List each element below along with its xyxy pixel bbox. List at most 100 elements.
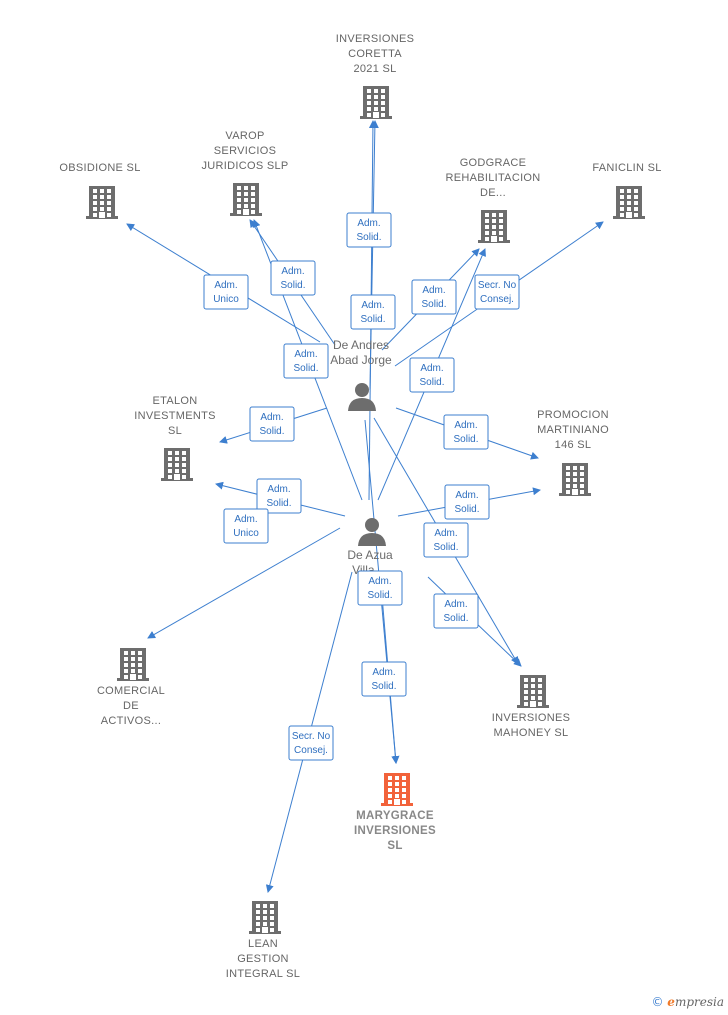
building-icon xyxy=(517,675,549,708)
company-name-line: INVERSIONES xyxy=(354,825,436,837)
relation-label-line: Solid. xyxy=(443,613,468,624)
relation-label-andres-godgrace[interactable]: Adm. Solid. xyxy=(411,279,457,315)
relation-label-box xyxy=(223,508,269,544)
company-name-line: LEAN xyxy=(248,938,278,950)
relation-label-line: Secr. No xyxy=(292,731,331,742)
company-node-faniclin[interactable]: FANICLIN SL xyxy=(592,162,661,219)
building-icon xyxy=(230,183,262,216)
company-name-line: CORETTA xyxy=(348,48,402,60)
relation-label-line: Adm. xyxy=(214,280,237,291)
company-name-line: COMERCIAL xyxy=(97,685,165,697)
company-name-line: PROMOCION xyxy=(537,409,609,421)
relation-label-box xyxy=(423,522,469,558)
company-name-line: REHABILITACION xyxy=(445,172,540,184)
relation-label-box xyxy=(203,274,249,310)
relation-label-line: Adm. xyxy=(434,528,457,539)
relation-label-box xyxy=(444,484,490,520)
relation-label-azua-marygrace[interactable]: Adm.Solid. xyxy=(361,661,407,697)
relation-edge-azua-comercial xyxy=(147,527,341,639)
company-name-line: DE xyxy=(123,700,139,712)
relation-label-andres-varop[interactable]: Adm. Solid. xyxy=(270,260,316,296)
company-name-line: ETALON xyxy=(153,395,198,407)
relation-label-box xyxy=(256,478,302,514)
relation-label-andres-marygrace[interactable]: Adm.Solid. xyxy=(357,570,403,606)
company-node-promocion[interactable]: PROMOCION MARTINIANO 146 SL xyxy=(537,409,609,496)
relation-label-line: Adm. xyxy=(455,490,478,501)
relation-label-box xyxy=(283,343,329,379)
company-name-line: MAHONEY SL xyxy=(494,727,569,739)
relation-label-box xyxy=(346,212,392,248)
company-node-mahoney[interactable]: INVERSIONES MAHONEY SL xyxy=(492,675,571,739)
company-name-line: SL xyxy=(168,425,182,437)
relation-label-line: Adm. xyxy=(444,599,467,610)
relation-label-andres-etalon[interactable]: Adm.Solid. xyxy=(249,406,295,442)
relation-label-line: Solid. xyxy=(293,363,318,374)
company-node-obsidione[interactable]: OBSIDIONE SL xyxy=(59,162,140,219)
relation-label-line: Solid. xyxy=(266,498,291,509)
relation-label-box xyxy=(249,406,295,442)
nodes-layer: INVERSIONES CORETTA 2021 SL VAROPSERVICIOSJ… xyxy=(59,33,661,980)
relation-label-line: Adm. xyxy=(267,484,290,495)
person-name-line: De Andres xyxy=(333,338,389,352)
relation-label-azua-comercial[interactable]: Adm.Unico xyxy=(223,508,269,544)
relation-label-azua-etalon[interactable]: Adm. Solid. xyxy=(256,478,302,514)
company-node-coretta[interactable]: INVERSIONES CORETTA 2021 SL xyxy=(336,33,415,119)
relation-label-line: Adm. xyxy=(294,349,317,360)
relation-label-andres-obsidione[interactable]: Adm. Unico xyxy=(203,274,249,310)
building-icon xyxy=(613,186,645,219)
relation-label-box xyxy=(443,414,489,450)
relation-label-line: Solid. xyxy=(433,542,458,553)
relation-label-azua-coretta[interactable]: Adm. Solid. xyxy=(350,294,396,330)
company-node-comercial[interactable]: COMERCIALDEACTIVOS... xyxy=(97,648,165,727)
relation-label-line: Solid. xyxy=(454,504,479,515)
brand-logo-name: mpresia xyxy=(674,995,724,1009)
relation-label-azua-promocion[interactable]: Adm. Solid. xyxy=(444,484,490,520)
relation-label-line: Solid. xyxy=(367,590,392,601)
company-node-godgrace[interactable]: GODGRACEREHABILITACIONDE... xyxy=(445,157,540,243)
building-icon xyxy=(381,773,413,806)
relation-label-andres-promocion[interactable]: Adm. Solid. xyxy=(443,414,489,450)
relation-label-line: Consej. xyxy=(480,294,514,305)
relation-label-line: Adm. xyxy=(234,514,257,525)
relation-label-line: Solid. xyxy=(453,434,478,445)
relation-label-azua-godgrace[interactable]: Adm.Solid. xyxy=(409,357,455,393)
company-name-line: INVERSIONES xyxy=(336,33,415,45)
building-icon xyxy=(478,210,510,243)
company-name-line: INVERSIONES xyxy=(492,712,571,724)
relation-label-line: Adm. xyxy=(420,363,443,374)
relation-label-andres-coretta[interactable]: Adm.Solid. xyxy=(346,212,392,248)
relation-label-azua-varop[interactable]: Adm. Solid. xyxy=(283,343,329,379)
person-name-line: De Azua xyxy=(347,548,393,562)
relation-label-line: Solid. xyxy=(360,314,385,325)
company-name-line: SERVICIOS xyxy=(214,145,276,157)
relation-label-box xyxy=(433,593,479,629)
building-icon xyxy=(117,648,149,681)
company-name-line: MARTINIANO xyxy=(537,424,609,436)
relation-label-line: Adm. xyxy=(281,266,304,277)
company-name-line: 146 SL xyxy=(555,439,592,451)
company-name-line: GESTION xyxy=(237,953,289,965)
relation-label-box xyxy=(270,260,316,296)
relation-label-line: Solid. xyxy=(259,426,284,437)
relation-label-line: Unico xyxy=(213,294,239,305)
relation-label-line: Adm. xyxy=(361,300,384,311)
company-name-line: 2021 SL xyxy=(353,63,396,75)
brand-footer: © empresia xyxy=(651,995,724,1009)
relation-label-box xyxy=(288,725,334,761)
relation-label-box xyxy=(361,661,407,697)
relation-label-azua-mahoney[interactable]: Adm. Solid. xyxy=(433,593,479,629)
relation-label-andres-mahoney[interactable]: Adm. Solid. xyxy=(423,522,469,558)
relation-label-line: Solid. xyxy=(421,299,446,310)
relation-label-line: Adm. xyxy=(422,285,445,296)
company-name-line: MARYGRACE xyxy=(356,810,434,822)
relation-label-line: Solid. xyxy=(280,280,305,291)
person-name-line: Abad Jorge xyxy=(330,353,392,367)
relation-label-line: Adm. xyxy=(454,420,477,431)
